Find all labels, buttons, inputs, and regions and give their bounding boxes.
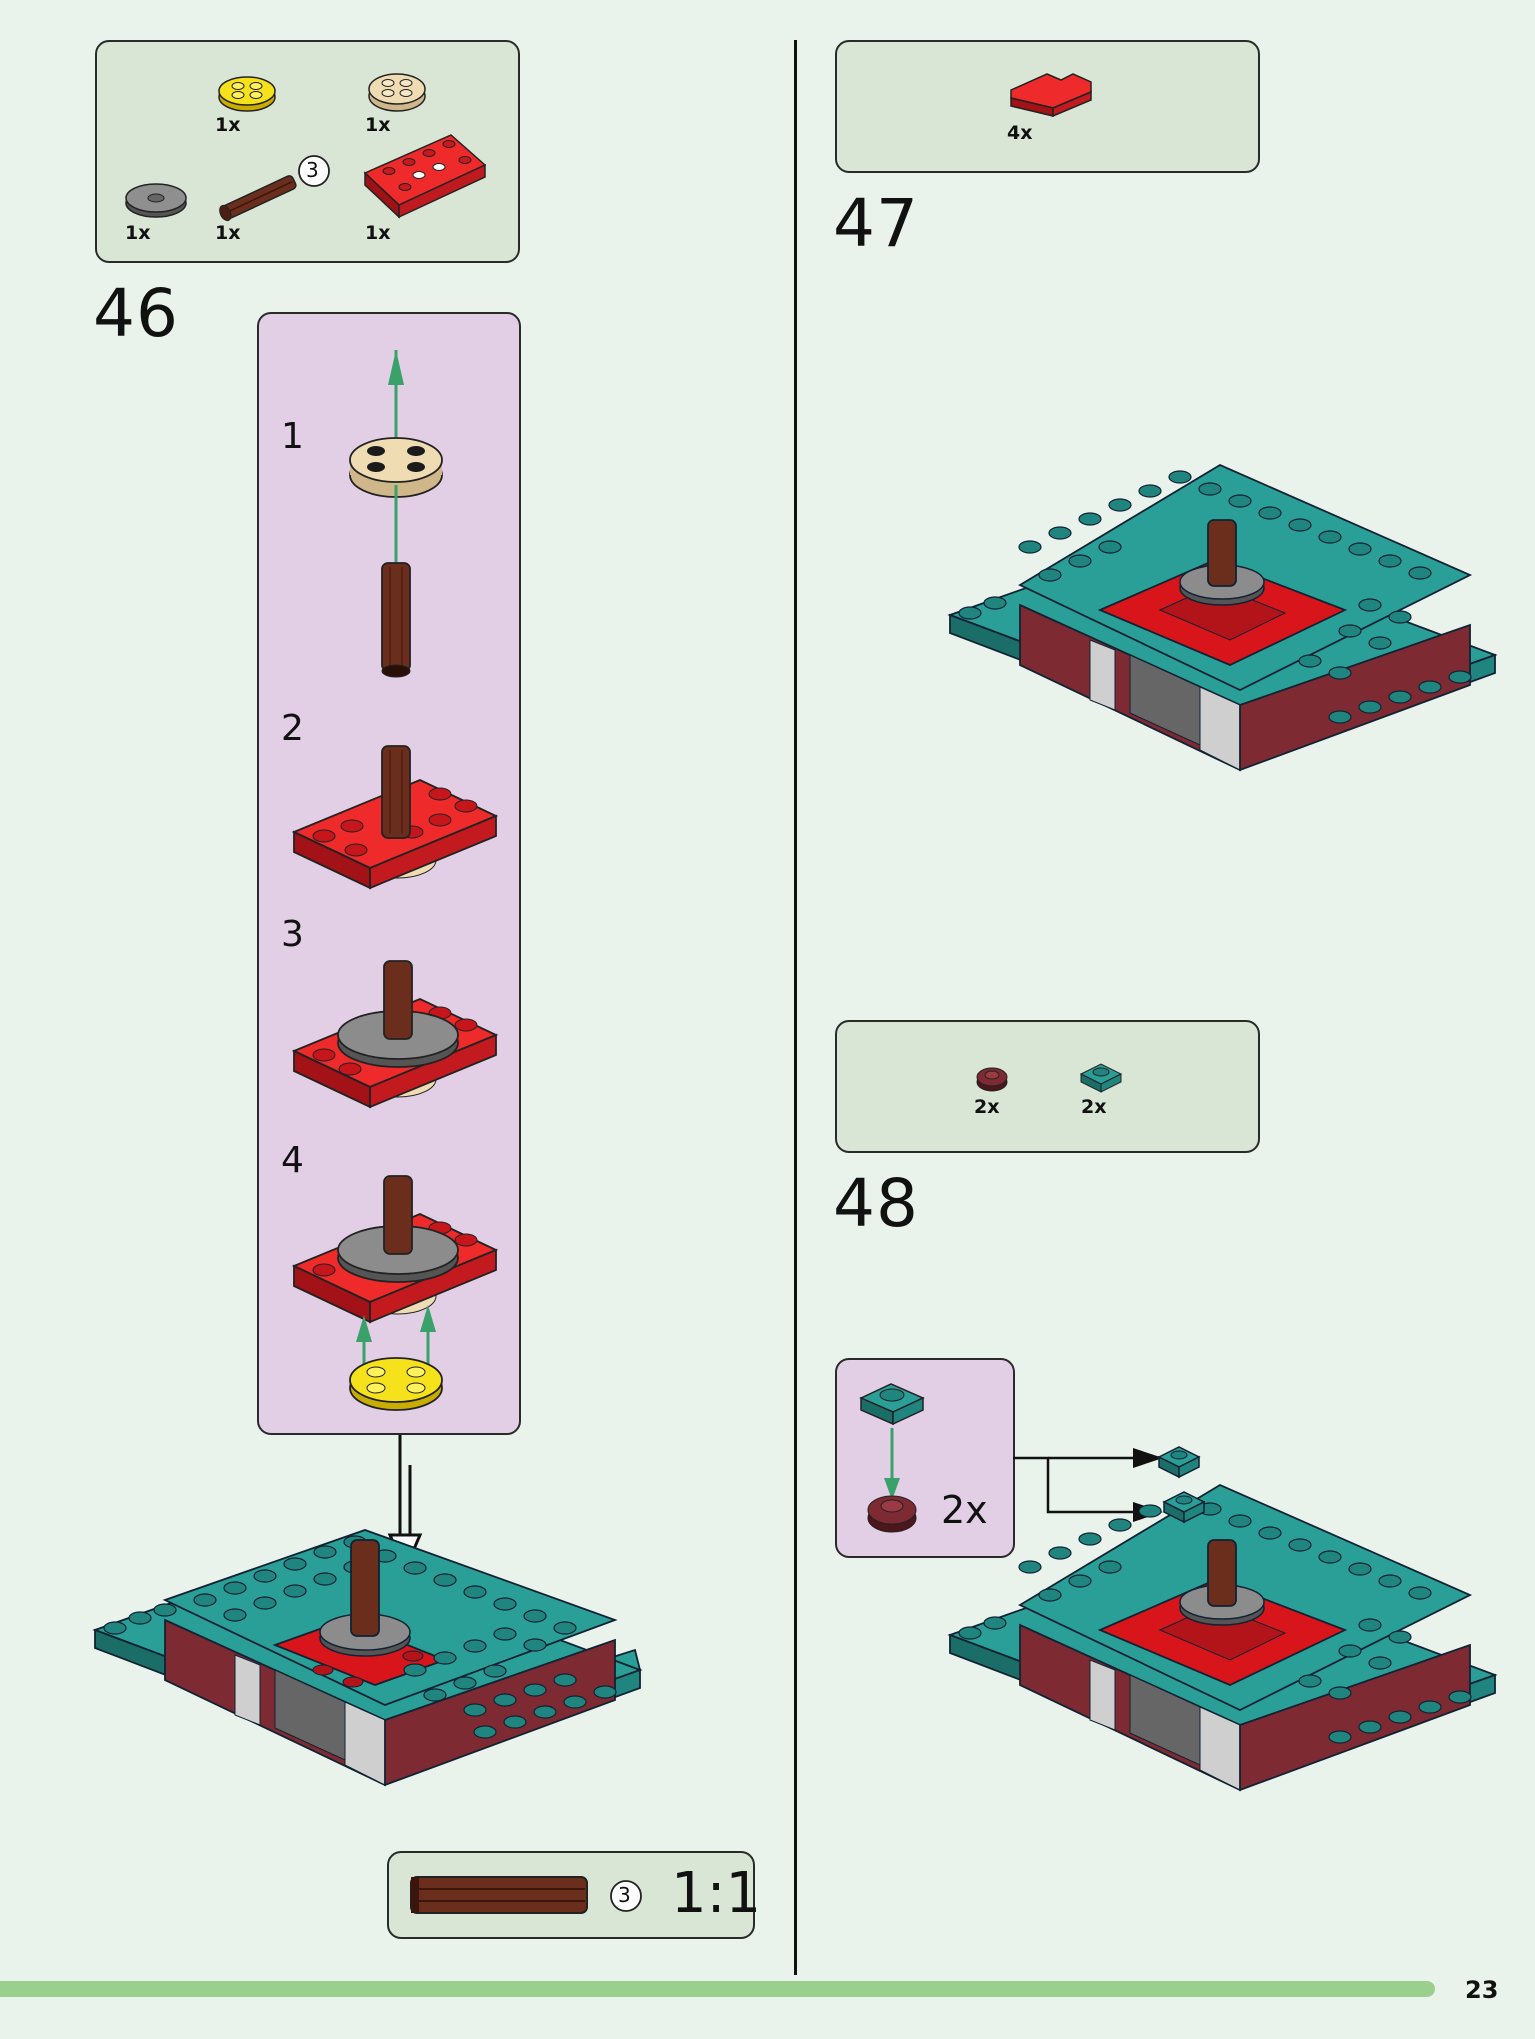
footer-progress-bar — [0, 1981, 1435, 1997]
column-divider — [794, 40, 797, 1975]
page-number: 23 — [1465, 1976, 1499, 2004]
part-qty: 1x — [215, 114, 241, 136]
substep-3-illustration — [291, 960, 499, 1109]
substep-number: 3 — [281, 914, 304, 955]
substep-1-illustration — [349, 350, 443, 678]
substep-number: 4 — [281, 1140, 304, 1181]
yellow-round-plate-icon — [218, 76, 276, 112]
subassembly-qty: 2x — [941, 1488, 988, 1532]
part-qty: 2x — [974, 1096, 1000, 1118]
red-corner-plate-icon — [1010, 73, 1092, 118]
dark-red-round-plate-icon — [976, 1067, 1008, 1092]
axle-1-to-1-icon — [410, 1876, 588, 1914]
length-callout-number: 3 — [618, 1883, 631, 1907]
step-number: 48 — [833, 1165, 919, 1242]
step-48-model — [947, 1446, 1498, 1792]
step-number: 46 — [93, 275, 179, 352]
gray-round-tile-icon — [125, 183, 187, 218]
length-callout-circle — [610, 1880, 642, 1912]
scale-ratio-label: 1:1 — [671, 1861, 762, 1926]
scale-callout-box: 3 1:1 — [387, 1851, 761, 1939]
subassembly-illustration — [859, 1383, 925, 1533]
red-technic-plate-icon — [363, 134, 487, 219]
substep-number: 1 — [281, 416, 304, 457]
part-qty: 1x — [365, 222, 391, 244]
subassembly-box: 2x — [835, 1358, 1015, 1558]
tan-round-plate-icon — [368, 73, 426, 112]
part-qty: 4x — [1007, 122, 1033, 144]
length-callout-number: 3 — [306, 158, 319, 182]
part-qty: 1x — [215, 222, 241, 244]
step-47-model — [947, 463, 1498, 772]
substep-2-illustration — [291, 745, 499, 890]
step-46-model — [92, 1529, 643, 1787]
length-callout-circle — [298, 155, 330, 187]
parts-list-box: 1x 1x 1x 3 1x — [95, 40, 520, 263]
part-qty: 2x — [1081, 1096, 1107, 1118]
substep-number: 2 — [281, 708, 304, 749]
teal-plate-1x1-icon — [1079, 1063, 1123, 1093]
substep-4-illustration — [291, 1175, 499, 1411]
parts-list-box: 2x 2x — [835, 1020, 1260, 1153]
part-qty: 1x — [125, 222, 151, 244]
part-qty: 1x — [365, 114, 391, 136]
step-number: 47 — [833, 185, 919, 262]
parts-list-box: 4x — [835, 40, 1260, 173]
brown-axle-3-icon — [219, 175, 297, 222]
